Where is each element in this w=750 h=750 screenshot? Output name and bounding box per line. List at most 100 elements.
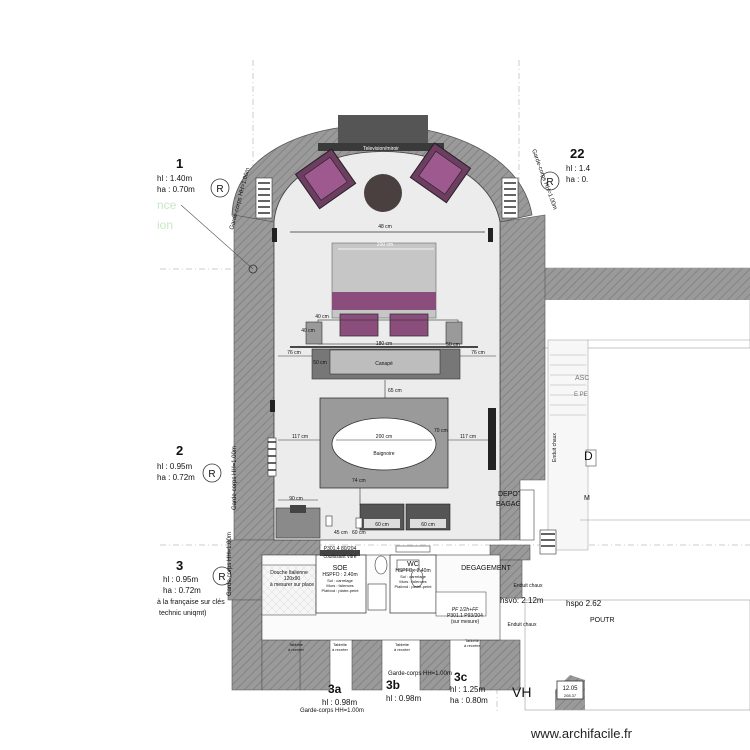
television-label: Television/miroir	[363, 146, 399, 152]
hspo: hspo 2.62	[566, 599, 602, 608]
footer-bar	[0, 714, 750, 750]
dim-45: 45 cm	[334, 530, 348, 536]
dim-40: 40 cm	[315, 314, 329, 320]
douche-1: Douche Italienne	[270, 570, 308, 576]
dim-48: 48 cm	[378, 224, 392, 230]
wc-door	[395, 545, 431, 553]
faded-text-2: ion	[157, 218, 173, 232]
m-label: M	[584, 495, 590, 502]
svg-text:à la française sur clés: à la française sur clés	[157, 599, 225, 606]
dim-50-right: 50 cm	[446, 342, 460, 348]
sol-carrelage: Sol : carrelage	[327, 578, 354, 583]
svg-text:hl : 0.95m: hl : 0.95m	[163, 575, 198, 584]
dim-180: 180 cm	[376, 341, 392, 347]
level-box	[556, 680, 584, 700]
dim-60-a: 60 cm	[375, 522, 389, 528]
baignoire-label: Baignoire	[373, 451, 394, 457]
d-label: D	[584, 449, 593, 463]
soe-label: SOE	[333, 565, 348, 572]
svg-text:ha : 0.80m: ha : 0.80m	[450, 696, 488, 705]
pf-ref1: PF 1/2h+FF	[452, 607, 479, 613]
svg-text:Tablette: Tablette	[465, 638, 480, 643]
dim-65: 65 cm	[388, 388, 402, 394]
douche-2: 120x90	[284, 576, 301, 582]
window-3a-annotation: 3a hl : 0.98m	[322, 682, 357, 707]
dim-40b: 40 cm	[301, 328, 315, 334]
svg-text:R: R	[218, 572, 225, 583]
degagement-label: DEGAGEMENT	[461, 565, 512, 572]
asc-label: ASC	[575, 375, 589, 382]
television	[338, 115, 428, 147]
enduit-chaux-2: Enduit chaux	[508, 622, 537, 628]
svg-text:à recréer: à recréer	[332, 647, 349, 652]
pf-ref3: (sur mesure)	[451, 619, 480, 625]
sol-carrelage-b: Sol : carrelage	[400, 574, 427, 579]
arch-windows	[255, 177, 557, 555]
svg-text:3: 3	[176, 558, 183, 573]
dim-117-left: 117 cm	[292, 434, 308, 440]
window-22-annotation: 22 hl : 1.4 ha : 0. R	[540, 146, 591, 191]
wc-label: WC	[407, 561, 419, 568]
svg-text:R: R	[208, 469, 215, 480]
svg-text:hl : 1.4: hl : 1.4	[566, 164, 591, 173]
window-3c-annotation: 3c hl : 1.25m ha : 0.80m	[450, 670, 488, 705]
level-box-2: 208.37	[564, 693, 577, 698]
bed	[305, 242, 463, 345]
bagages-label: BAGAGES	[496, 501, 531, 508]
window-3-annotation: 3 hl : 0.95m ha : 0.72m R à la française…	[157, 558, 232, 617]
e-pe-label: E PE	[574, 392, 588, 398]
poutre: POUTR	[590, 617, 615, 624]
svg-text:à recréer: à recréer	[394, 647, 411, 652]
svg-text:technic uniqmt): technic uniqmt)	[159, 610, 206, 617]
level-box-1: 12.05	[562, 686, 578, 692]
dim-117-right: 117 cm	[460, 434, 476, 440]
plafond: Plafond : platre-peint	[322, 588, 360, 593]
soe-ref2: coulissant vitré	[323, 554, 356, 560]
svg-text:Tablette: Tablette	[289, 642, 304, 647]
svg-text:Garde-corps HH=1.00m: Garde-corps HH=1.00m	[227, 532, 233, 596]
dim-200-tub: 200 cm	[376, 434, 392, 440]
dim-200-bed: 200 cm	[377, 242, 393, 248]
svg-text:Garde-corps HH=1.00m: Garde-corps HH=1.00m	[388, 671, 452, 677]
tablettes: Tablette à recréer Tablette à recréer Ta…	[288, 638, 481, 652]
dim-70: 70 cm	[434, 428, 448, 434]
vh-label: VH	[512, 684, 531, 700]
sanitary-fixtures	[367, 555, 424, 611]
depot-label: DEPOT	[498, 491, 523, 498]
hsvo: hsvo: 2.12m	[500, 596, 544, 605]
dim-60-c: 60 cm	[352, 530, 366, 536]
enduit-chaux-1: Enduit chaux	[514, 583, 543, 589]
plafond-b: Plafond : platre-peint	[395, 584, 433, 589]
svg-text:2: 2	[176, 443, 183, 458]
svg-text:hl : 0.95m: hl : 0.95m	[157, 462, 192, 471]
enduit-chaux-3: Enduit chaux	[552, 433, 558, 462]
dim-50-left: 50 cm	[313, 360, 327, 366]
svg-text:hl : 1.40m: hl : 1.40m	[157, 174, 192, 183]
left-wall	[233, 214, 275, 541]
dim-76-right: 76 cm	[471, 350, 485, 356]
pf-ref2: P301.1 P93/204	[447, 613, 483, 619]
round-table	[364, 174, 402, 212]
svg-text:à recréer: à recréer	[464, 643, 481, 648]
svg-text:3a: 3a	[328, 682, 342, 696]
hspfo-240b: HSPFO : 2.40m	[395, 568, 430, 574]
svg-text:Tablette: Tablette	[395, 642, 410, 647]
svg-text:hl : 0.98m: hl : 0.98m	[322, 698, 357, 707]
svg-text:1: 1	[176, 156, 183, 171]
soe-door	[320, 550, 360, 556]
canape-label: Canapé	[375, 361, 393, 367]
svg-text:ha : 0.72m: ha : 0.72m	[157, 473, 195, 482]
svg-text:Garde-corps HH=1.00m: Garde-corps HH=1.00m	[300, 708, 364, 714]
dim-76-left: 76 cm	[287, 350, 301, 356]
svg-text:ha : 0.70m: ha : 0.70m	[157, 185, 195, 194]
svg-text:Garde-corps HH=1.00m: Garde-corps HH=1.00m	[232, 446, 238, 510]
svg-text:hl : 1.25m: hl : 1.25m	[450, 685, 485, 694]
armchair-right	[409, 142, 472, 204]
douche-3: à mesurer sur place	[270, 582, 314, 588]
window-3b-annotation: 3b hl : 0.98m	[386, 678, 421, 703]
neighbour-room	[519, 267, 750, 711]
dim-60-b: 60 cm	[421, 522, 435, 528]
vanity	[275, 503, 451, 539]
bathtub	[319, 397, 449, 489]
